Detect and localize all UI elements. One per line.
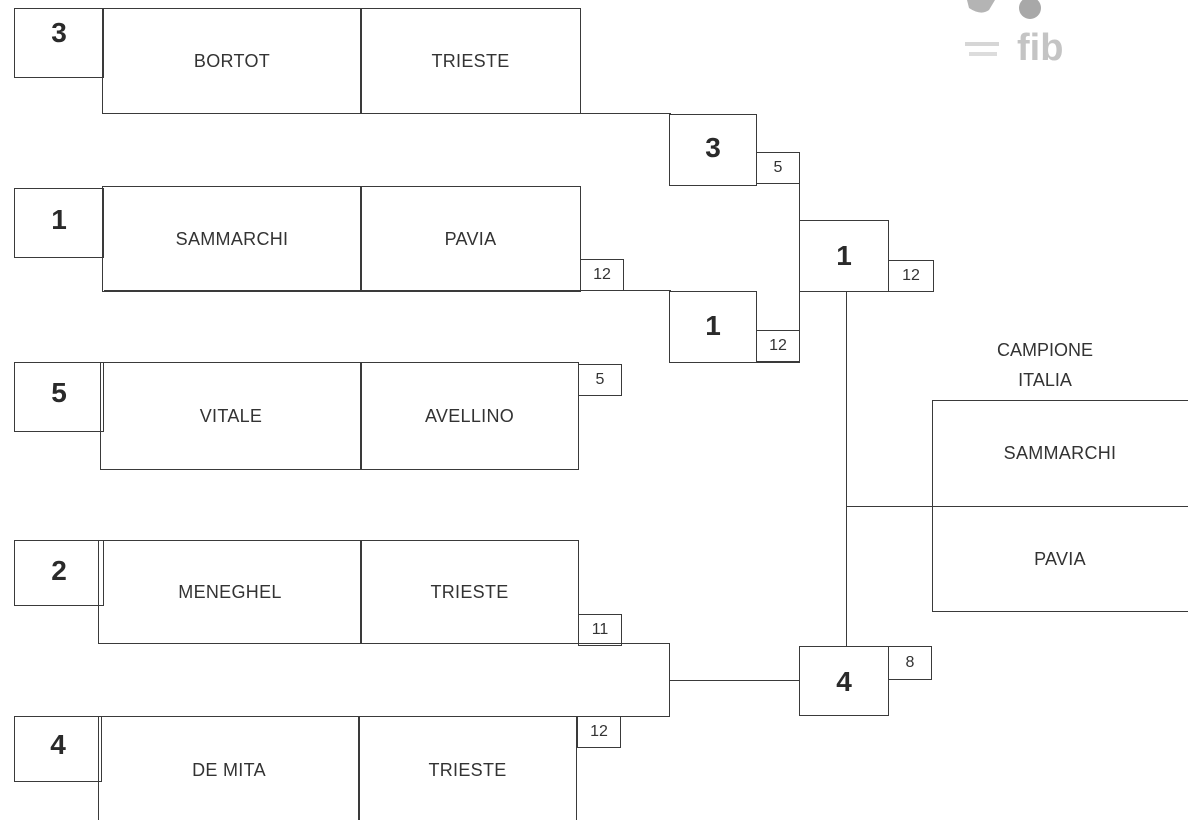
player-name: DE MITA: [192, 759, 266, 780]
bracket-line: [578, 643, 670, 644]
bracket-line: [104, 113, 671, 114]
logo-text: fib: [1017, 27, 1063, 69]
match-score: 12: [580, 259, 624, 291]
player-name-cell: [102, 186, 362, 292]
player-name: MENEGHEL: [178, 581, 282, 602]
bracket-line: [578, 716, 670, 717]
champion-city: PAVIA: [1034, 548, 1086, 569]
seed-box: [14, 540, 104, 606]
player-city-cell: [360, 540, 579, 644]
bracket-line: [670, 362, 800, 363]
seed-box: [14, 362, 104, 432]
seed-box: [14, 716, 102, 782]
player-name-cell: [98, 716, 360, 820]
bracket-line: [104, 290, 671, 291]
champion-title: CAMPIONE ITALIA: [960, 335, 1130, 395]
match-score: 11: [578, 614, 622, 646]
round2-score: 12: [756, 330, 800, 362]
round2-score: 5: [756, 152, 800, 184]
seed-number: 5: [51, 377, 67, 408]
semifinal-seed: 1: [836, 240, 852, 271]
player-name-cell: [100, 362, 362, 470]
semifinal-seed: 4: [836, 666, 852, 697]
champion-player: SAMMARCHI: [1003, 442, 1117, 463]
semifinal-score: 8: [888, 646, 932, 680]
player-city-cell: [360, 362, 579, 470]
player-name: SAMMARCHI: [175, 228, 289, 249]
player-name: VITALE: [199, 405, 263, 426]
player-city-cell: [358, 716, 577, 820]
bracket-line: [669, 643, 670, 717]
seed-number: 3: [51, 17, 67, 48]
semifinal-score: 12: [888, 260, 934, 292]
champion-divider: [932, 506, 1188, 507]
player-name: BORTOT: [193, 50, 271, 71]
seed-box: [14, 188, 104, 258]
champion-title-line2: ITALIA: [1018, 370, 1072, 390]
bracket-line: [846, 291, 847, 647]
semifinal-seed-box: [799, 646, 889, 716]
player-city-cell: [360, 186, 581, 292]
seed-number: 2: [51, 555, 67, 586]
seed-number: 4: [50, 729, 66, 760]
round2-seed: 3: [705, 132, 721, 163]
fib-logo: fib: [955, 0, 1105, 70]
player-city: AVELLINO: [424, 405, 515, 426]
player-city: TRIESTE: [428, 759, 507, 780]
player-city: TRIESTE: [431, 50, 510, 71]
player-name-cell: [98, 540, 362, 644]
player-city: PAVIA: [444, 228, 497, 249]
bracket-line: [846, 506, 934, 507]
match-score: 5: [578, 364, 622, 396]
bracket-line: [670, 680, 800, 681]
player-city: TRIESTE: [430, 581, 509, 602]
round2-seed: 1: [705, 310, 721, 341]
round2-seed-box: [669, 114, 757, 186]
seed-box: [14, 8, 104, 78]
fib-logo-icon: fib: [965, 0, 1063, 69]
match-score: 12: [577, 716, 621, 748]
champion-title-line1: CAMPIONE: [996, 340, 1093, 360]
semifinal-seed-box: [799, 220, 889, 292]
seed-number: 1: [51, 204, 67, 235]
